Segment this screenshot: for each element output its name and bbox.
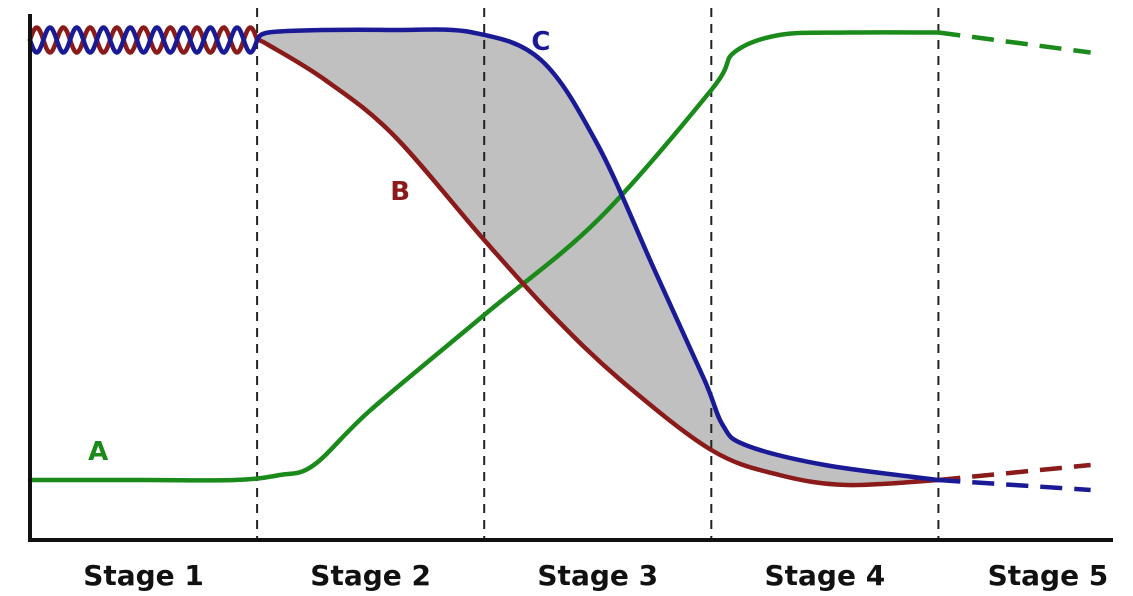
series-c-projection xyxy=(938,477,1091,493)
series-lines-layer xyxy=(27,25,1091,493)
stage-label-5: Stage 5 xyxy=(988,559,1109,592)
stage-label-3: Stage 3 xyxy=(537,559,658,592)
stage-label-1: Stage 1 xyxy=(83,559,204,592)
shaded-region-layer xyxy=(257,29,939,486)
shaded-region-between-b-and-c xyxy=(257,29,939,486)
series-b-projection xyxy=(938,462,1091,483)
stage-label-2: Stage 2 xyxy=(310,559,431,592)
series-b-oscillation xyxy=(27,25,260,55)
series-b-line xyxy=(254,37,941,488)
stage-label-4: Stage 4 xyxy=(764,559,885,592)
series-label-b: B xyxy=(390,177,410,207)
axis-layer xyxy=(28,14,1113,542)
series-a-line xyxy=(27,30,941,483)
series-a-projection xyxy=(938,30,1091,55)
series-c-oscillation xyxy=(27,25,260,55)
series-c-line xyxy=(254,27,941,483)
series-label-c: C xyxy=(531,27,550,57)
stage-divider-layer xyxy=(256,8,940,540)
label-layer: Stage 1 Stage 2 Stage 3 Stage 4 Stage 5 A B C xyxy=(83,27,1108,592)
series-label-a: A xyxy=(88,437,108,467)
